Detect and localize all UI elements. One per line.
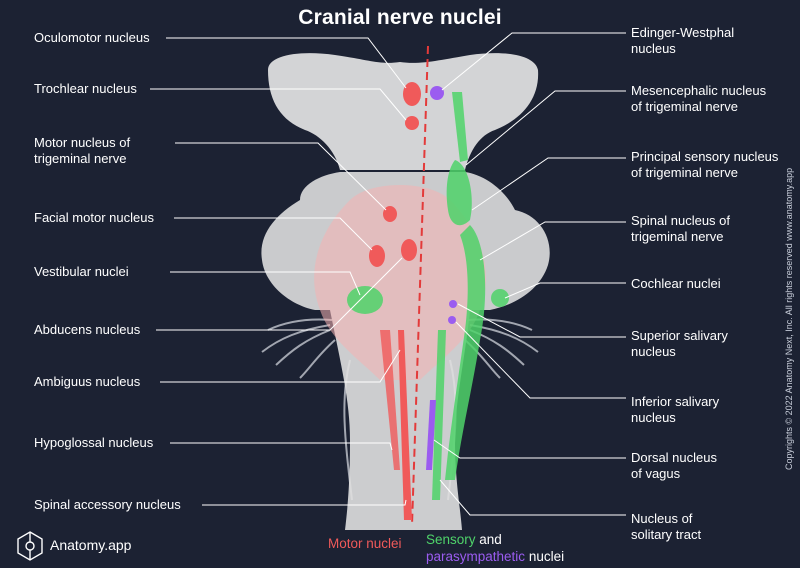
hypoglossal-mark [380,330,400,470]
label-cochlear-nuclei: Cochlear nuclei [631,276,721,291]
legend-parasympathetic-line: parasympathetic nuclei [426,548,564,565]
label-trigeminal-motor-line2: trigeminal nerve [34,151,127,166]
legend-sensory-line: Sensory and [426,531,502,548]
abducens-mark [401,239,417,261]
label-principal-sensory-line2: of trigeminal nerve [631,165,738,180]
label-hypoglossal-nucleus: Hypoglossal nucleus [34,435,154,450]
oculomotor-nucleus-mark [403,82,421,106]
label-ambiguus-nucleus: Ambiguus nucleus [34,374,141,389]
mesencephalic-mark [452,92,468,162]
leader-lines-right [433,32,626,516]
label-trigeminal-motor-line1: Motor nucleus of [34,135,131,150]
label-superior-salivary-line1: Superior salivary [631,328,728,343]
motor-nuclei [369,82,421,520]
ambiguus-mark [398,330,412,520]
label-edinger-westphal-line1: Edinger-Westphal [631,25,735,40]
label-spinal-trigeminal-line1: Spinal nucleus of [631,213,731,228]
label-vestibular-nuclei: Vestibular nuclei [34,264,129,279]
label-facial-motor-nucleus: Facial motor nucleus [34,210,154,225]
label-solitary-tract-line1: Nucleus of [631,511,693,526]
legend-parasympathetic: parasympathetic [426,549,526,564]
diagram-title: Cranial nerve nuclei [298,6,502,29]
legend-sensory: Sensory [426,532,476,547]
legend-and: and [475,532,502,547]
trochlear-nucleus-mark [405,116,419,130]
facial-motor-mark [369,245,385,267]
label-inferior-salivary-line2: nucleus [631,410,676,425]
label-spinal-accessory-nucleus: Spinal accessory nucleus [34,497,181,512]
legend-motor: Motor nuclei [328,536,402,551]
solitary-tract-mark [432,330,446,500]
copyright-notice: Copyrights © 2022 Anatomy Next, Inc. All… [784,167,794,470]
edinger-westphal-mark [430,86,444,100]
label-principal-sensory-line1: Principal sensory nucleus [631,149,779,164]
label-mesencephalic-line2: of trigeminal nerve [631,99,738,114]
label-abducens-nucleus: Abducens nucleus [34,322,141,337]
parasympathetic-nuclei [426,86,457,470]
label-inferior-salivary-line1: Inferior salivary [631,394,720,409]
label-dorsal-vagus-line2: of vagus [631,466,681,481]
label-solitary-tract-line2: solitary tract [631,527,702,542]
label-dorsal-vagus-line1: Dorsal nucleus [631,450,717,465]
brand-name: Anatomy.app [50,537,132,553]
midline [411,45,429,526]
label-edinger-westphal-line2: nucleus [631,41,676,56]
inferior-salivary-mark [448,316,456,324]
label-trochlear-nucleus: Trochlear nucleus [34,81,137,96]
spinal-trigeminal-mark [445,225,486,480]
label-superior-salivary-line2: nucleus [631,344,676,359]
principal-sensory-mark [446,160,472,226]
superior-salivary-mark [449,300,457,308]
label-mesencephalic-line1: Mesencephalic nucleus [631,83,767,98]
dorsal-vagus-mark [426,400,436,470]
label-oculomotor-nucleus: Oculomotor nucleus [34,30,150,45]
leader-lines-left [150,37,407,506]
cochlear-mark [491,289,509,307]
trigeminal-motor-mark [383,206,397,222]
label-spinal-trigeminal-line2: trigeminal nerve [631,229,724,244]
vestibular-mark [347,286,383,314]
legend-nuclei: nuclei [525,549,565,564]
brand-logo-icon [17,531,43,561]
midbrain-outline [268,53,539,170]
sensory-nuclei [347,92,509,500]
